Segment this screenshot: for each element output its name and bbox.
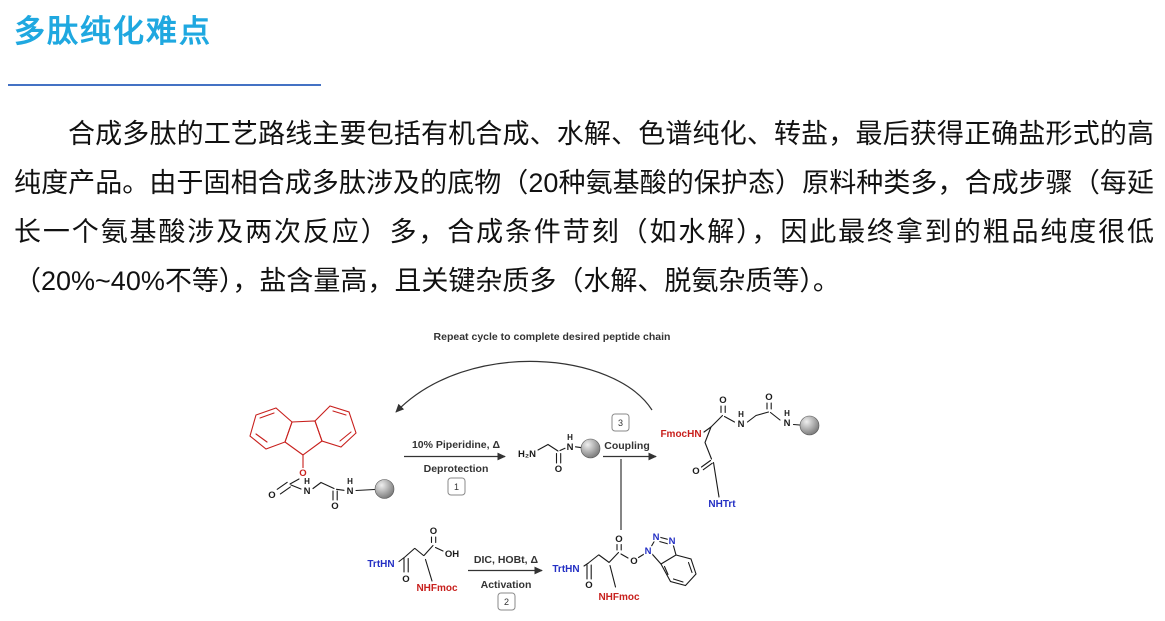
trthn-label: TrtHN bbox=[367, 559, 394, 570]
atom-label-n: N bbox=[738, 419, 745, 430]
resin-bead bbox=[580, 438, 601, 459]
bonds bbox=[398, 536, 444, 582]
deprotection-reagents: 10% Piperidine, Δ bbox=[412, 439, 501, 451]
atom-label-h: H bbox=[347, 477, 353, 486]
bonds bbox=[276, 478, 376, 501]
cycle-caption: Repeat cycle to complete desired peptide… bbox=[434, 331, 671, 343]
bonds bbox=[583, 535, 697, 588]
page-title: 多肽纯化难点 bbox=[14, 14, 212, 49]
atom-label-o: O bbox=[299, 468, 306, 479]
obt-activated-ester-structure: TrtHN O NHFmoc O O bbox=[552, 531, 697, 603]
atom-label-h: H bbox=[567, 433, 573, 442]
step-number: 3 bbox=[618, 418, 623, 428]
atom-label-o: O bbox=[555, 464, 562, 475]
atom-label-n: N bbox=[653, 532, 660, 543]
title-underline bbox=[8, 84, 321, 86]
atom-label-h: H bbox=[304, 477, 310, 486]
step-number-box bbox=[497, 592, 516, 611]
atom-label-n: N bbox=[645, 546, 652, 557]
repeat-cycle-arrow bbox=[395, 360, 653, 413]
activation-reagents: DIC, HOBt, Δ bbox=[474, 554, 539, 566]
atom-label-o: O bbox=[630, 556, 637, 567]
atom-label-o: O bbox=[585, 580, 592, 591]
resin-bead bbox=[799, 415, 820, 436]
atom-label-o: O bbox=[765, 392, 772, 403]
atom-label-o: O bbox=[402, 574, 409, 585]
protected-amino-acid-structure: TrtHN O O OH NHFmoc bbox=[367, 525, 460, 595]
activation-step: DIC, HOBt, Δ Activation 2 bbox=[468, 554, 543, 611]
atom-label-o: O bbox=[615, 534, 622, 545]
activation-label: Activation bbox=[481, 579, 532, 591]
atom-label-n: N bbox=[347, 486, 354, 497]
deprotection-step: 10% Piperidine, Δ Deprotection 1 bbox=[404, 439, 506, 496]
resin-bead bbox=[374, 479, 395, 499]
coupling-step: 3 Coupling bbox=[603, 413, 657, 530]
free-amine-resin-structure: H₂N O H N bbox=[517, 432, 601, 477]
trthn-label: TrtHN bbox=[552, 564, 579, 575]
body-paragraph: 合成多肽的工艺路线主要包括有机合成、水解、色谱纯化、转盐，最后获得正确盐形式的高… bbox=[14, 119, 1154, 296]
atom-label-o: O bbox=[331, 501, 338, 512]
atom-label-o: O bbox=[268, 490, 275, 501]
step-number-box bbox=[611, 413, 630, 432]
atom-label-n: N bbox=[784, 418, 791, 429]
bonds bbox=[537, 443, 582, 464]
nhtrt-label: NHTrt bbox=[708, 499, 736, 510]
deprotection-label: Deprotection bbox=[424, 463, 489, 475]
fmochn-label: FmocHN bbox=[660, 429, 701, 440]
atom-label-h: H bbox=[784, 409, 790, 418]
bonds bbox=[700, 402, 801, 498]
nhfmoc-label: NHFmoc bbox=[416, 583, 458, 594]
atom-label-o: O bbox=[719, 395, 726, 406]
amine-label: H₂N bbox=[518, 449, 536, 460]
atom-label-o: O bbox=[692, 466, 699, 477]
step-number: 2 bbox=[504, 597, 509, 607]
atom-label-n: N bbox=[669, 536, 676, 547]
fmoc-aa-resin-structure: O O H N O H N bbox=[249, 405, 395, 514]
nhfmoc-label: NHFmoc bbox=[598, 592, 640, 603]
step-number: 1 bbox=[454, 482, 459, 492]
coupled-dipeptide-resin-structure: FmocHN O H N O H N bbox=[660, 391, 820, 510]
step-number-box bbox=[447, 477, 466, 496]
spps-diagram-svg: Repeat cycle to complete desired peptide… bbox=[249, 331, 820, 611]
coupling-label: Coupling bbox=[604, 440, 650, 452]
atom-label-oh: OH bbox=[445, 549, 459, 560]
atom-label-n: N bbox=[567, 442, 574, 453]
atom-label-o: O bbox=[430, 526, 437, 537]
spps-cycle-diagram: Repeat cycle to complete desired peptide… bbox=[0, 322, 1165, 621]
fluorene-rings bbox=[249, 405, 357, 469]
atom-label-h: H bbox=[738, 410, 744, 419]
atom-label-n: N bbox=[304, 486, 311, 497]
